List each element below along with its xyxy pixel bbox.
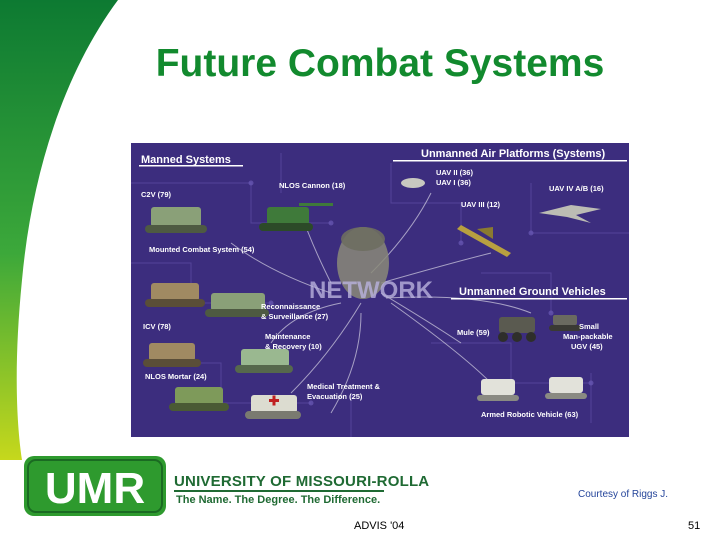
network-label: NETWORK bbox=[309, 277, 434, 304]
nlos-cannon-label: NLOS Cannon (18) bbox=[279, 181, 346, 190]
courtesy-note: Courtesy of Riggs J. bbox=[578, 489, 669, 500]
uav3-label: UAV III (12) bbox=[461, 200, 501, 209]
medical-label-1: Medical Treatment & bbox=[307, 382, 381, 391]
small-ugv-label-3: UGV (45) bbox=[571, 342, 603, 351]
nlos-mortar-vehicle-icon bbox=[169, 387, 229, 411]
maintenance-label-2: & Recovery (10) bbox=[265, 342, 322, 351]
page-number: 51 bbox=[688, 520, 701, 532]
logo-text: UMR bbox=[45, 464, 145, 513]
c2v-label: C2V (79) bbox=[141, 190, 172, 199]
recon-label-1: Reconnaissance bbox=[261, 302, 320, 311]
nlos-cannon-vehicle-icon bbox=[259, 203, 333, 231]
icv-label: ICV (78) bbox=[143, 322, 171, 331]
medical-vehicle-icon bbox=[245, 395, 301, 419]
unmanned-air-header: Unmanned Air Platforms (Systems) bbox=[421, 148, 606, 160]
small-ugv-label-2: Man-packable bbox=[563, 332, 613, 341]
mule-vehicle-icon bbox=[498, 317, 536, 342]
recon-vehicle-icon bbox=[205, 293, 269, 317]
uav4-label: UAV IV A/B (16) bbox=[549, 184, 604, 193]
manned-systems-header: Manned Systems bbox=[141, 154, 231, 166]
arv-label: Armed Robotic Vehicle (63) bbox=[481, 410, 579, 419]
fcs-diagram: Manned Systems Unmanned Air Platforms (S… bbox=[131, 143, 629, 437]
uav1-icon bbox=[401, 178, 425, 188]
footer-text: ADVIS '04 bbox=[354, 520, 405, 532]
maintenance-vehicle-icon bbox=[235, 349, 293, 373]
maintenance-label-1: Maintenance bbox=[265, 332, 310, 341]
c2v-vehicle-icon bbox=[145, 207, 207, 233]
small-ugv-label-1: Small bbox=[579, 322, 599, 331]
arv-vehicle-icon-1 bbox=[477, 379, 519, 401]
umr-logo: UMR bbox=[24, 456, 166, 516]
icv-vehicle-icon bbox=[143, 343, 201, 367]
uav2-label: UAV II (36) bbox=[436, 168, 473, 177]
uav4-icon bbox=[539, 205, 601, 223]
uav3-icon bbox=[457, 225, 511, 257]
small-ugv-icon bbox=[549, 315, 581, 331]
uav1-label: UAV I (36) bbox=[436, 178, 471, 187]
arv-vehicle-icon-2 bbox=[545, 377, 587, 399]
university-slogan: The Name. The Degree. The Difference. bbox=[176, 494, 381, 506]
mcs-label: Mounted Combat System (54) bbox=[149, 245, 255, 254]
mcs-vehicle-icon bbox=[145, 283, 205, 307]
medical-label-2: Evacuation (25) bbox=[307, 392, 363, 401]
mule-label: Mule (59) bbox=[457, 328, 490, 337]
university-divider bbox=[174, 490, 384, 492]
slide-title: Future Combat Systems bbox=[155, 42, 605, 85]
unmanned-ground-header: Unmanned Ground Vehicles bbox=[459, 286, 606, 298]
recon-label-2: & Surveillance (27) bbox=[261, 312, 329, 321]
university-name: UNIVERSITY OF MISSOURI-ROLLA bbox=[174, 473, 430, 490]
nlos-mortar-label: NLOS Mortar (24) bbox=[145, 372, 207, 381]
